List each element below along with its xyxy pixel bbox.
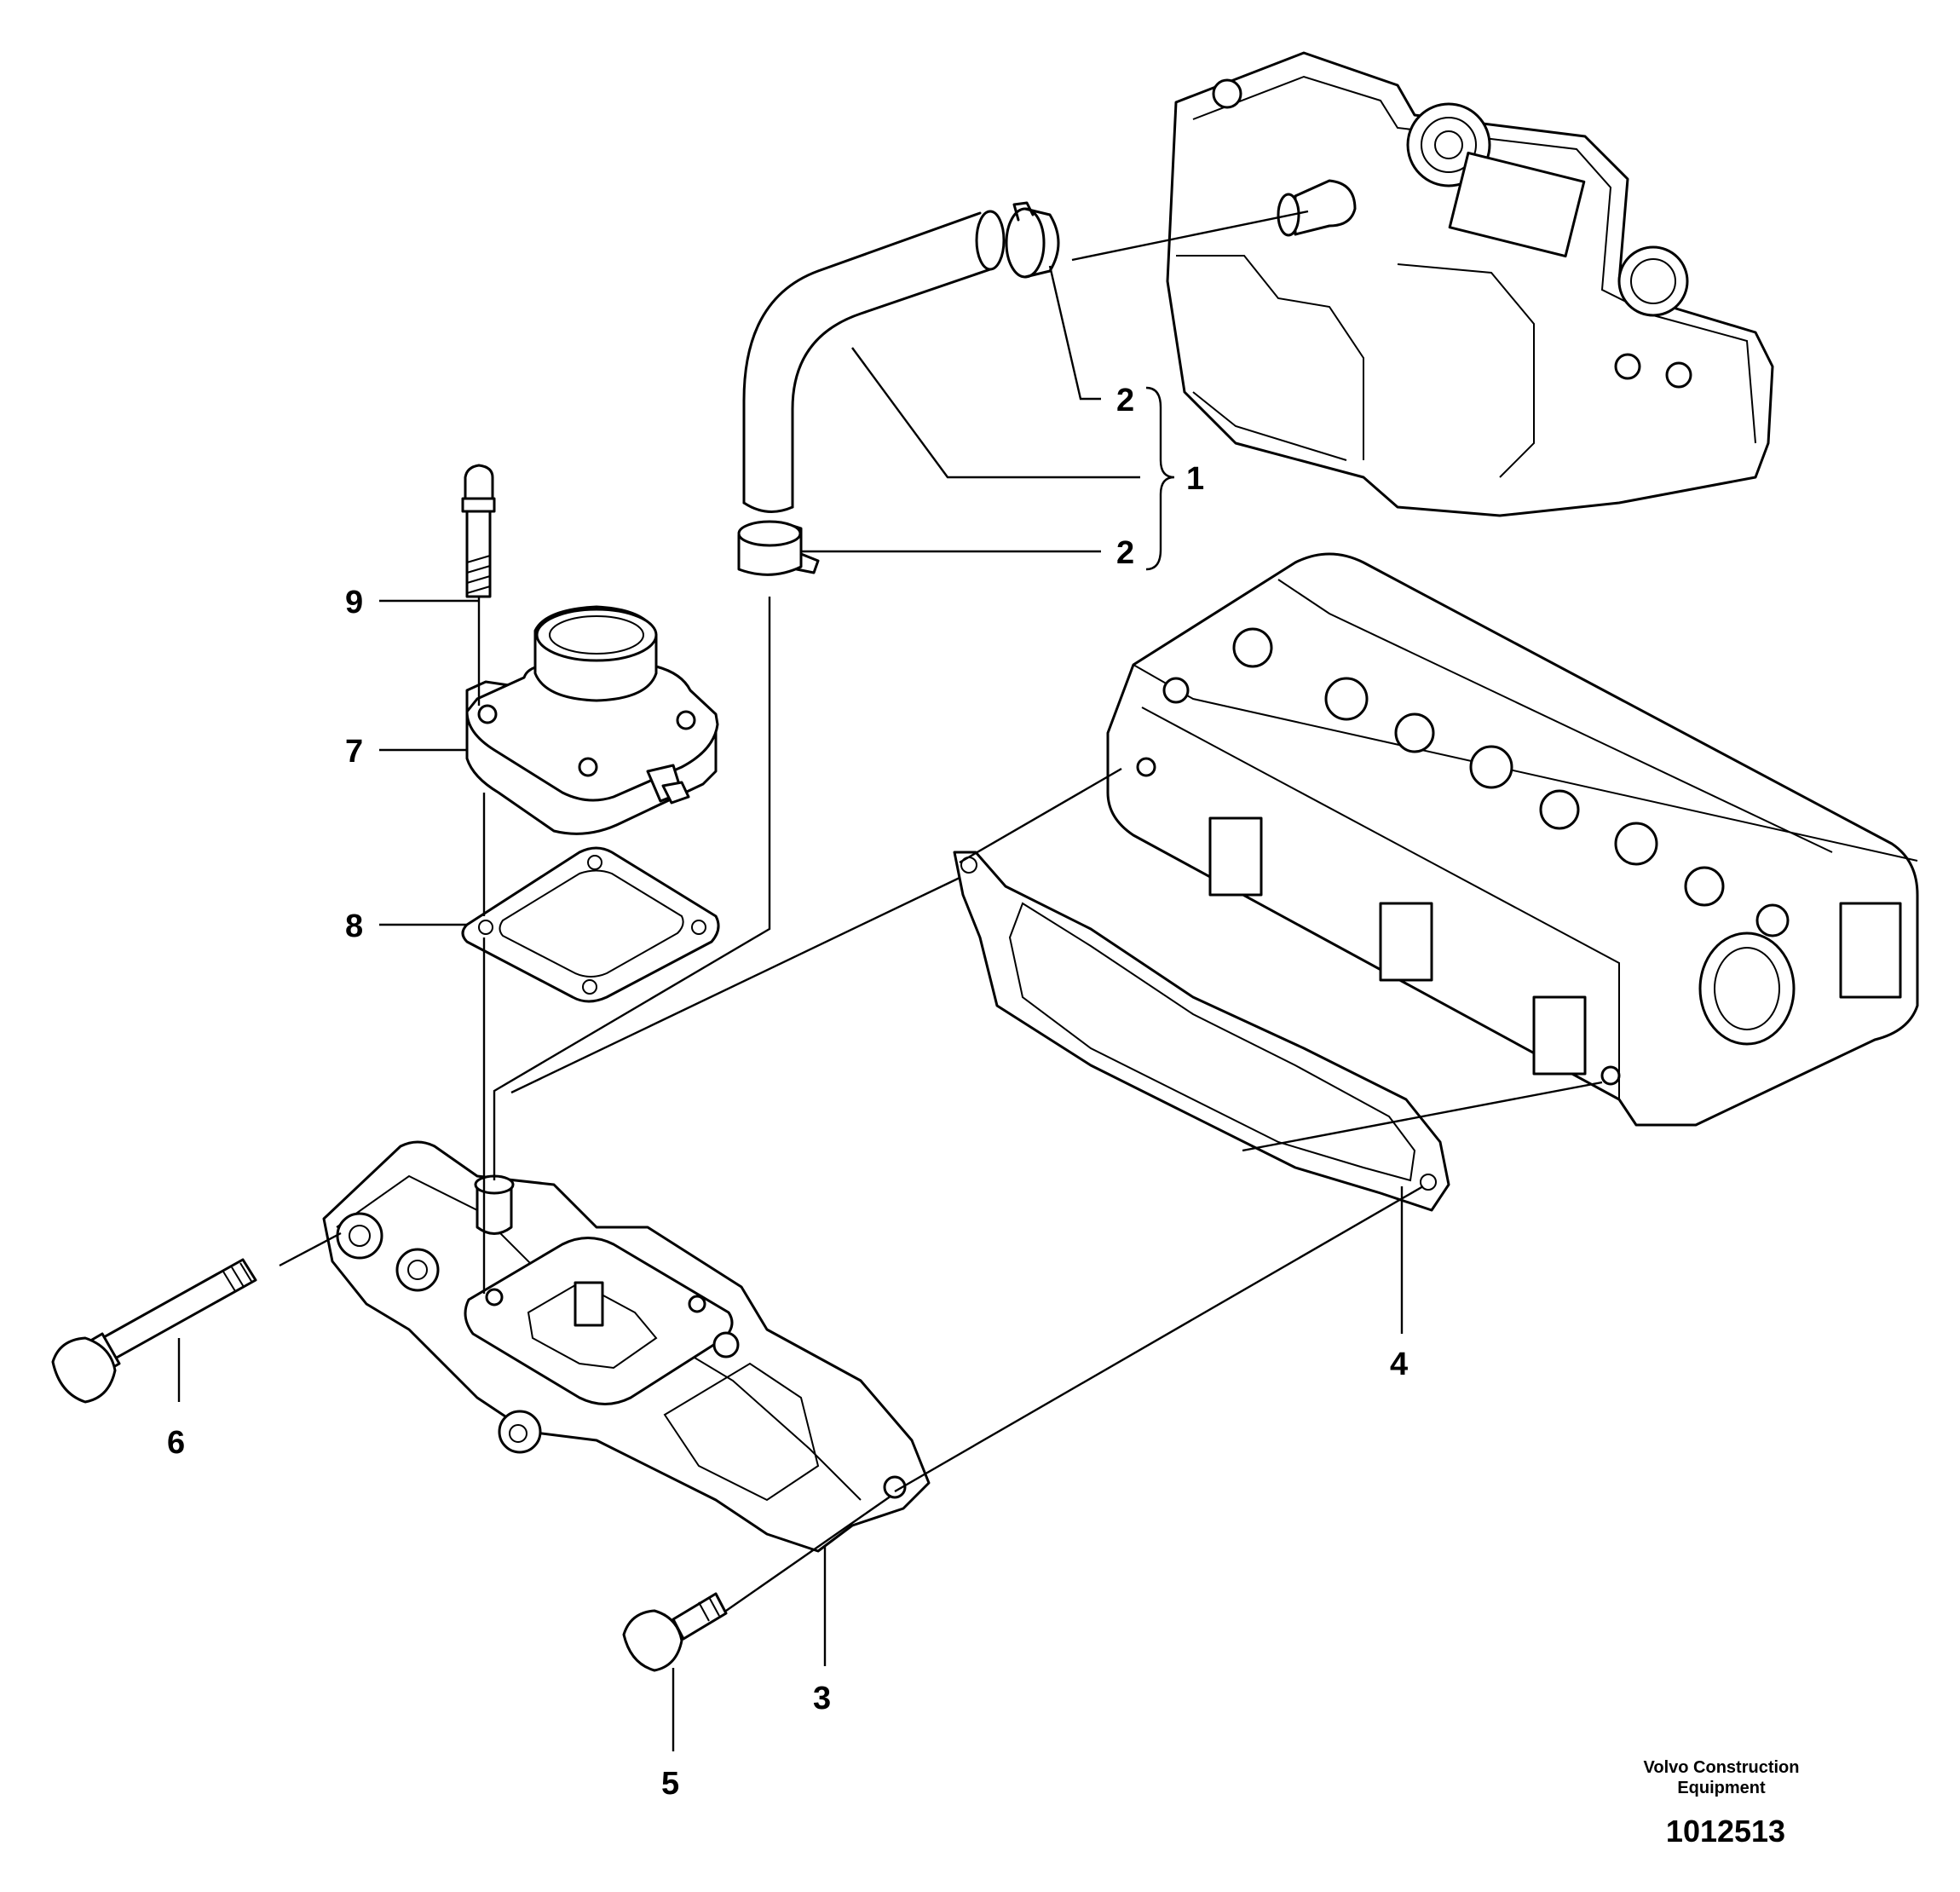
callout-leaders [177,265,1404,1751]
assembly-lines [279,210,1603,1612]
thermostat-housing-7 [465,605,719,835]
callout-9: 9 [345,585,363,620]
bolt-5 [622,1592,728,1672]
callout-2-lower: 2 [1116,535,1134,571]
callout-5: 5 [661,1766,679,1802]
callout-labels: 1 2 2 9 7 8 6 4 3 5 [167,383,1408,1802]
bolt-6 [51,1258,257,1404]
cylinder-head [1106,552,1919,1127]
manifold-gasket-4 [953,851,1450,1212]
credit-line-2: Equipment [1677,1779,1766,1797]
figure-number: 1012513 [1665,1814,1786,1849]
callout-2-upper: 2 [1116,383,1134,418]
credit-line-1: Volvo Construction [1643,1758,1800,1777]
callout-1: 1 [1186,461,1204,497]
callout-3: 3 [813,1681,831,1716]
valve-cover [1166,51,1774,517]
callout-7: 7 [345,734,363,770]
callout-6: 6 [167,1425,185,1461]
hose-clamp-lower [737,520,820,576]
callout-4: 4 [1390,1347,1408,1382]
thermostat-gasket-8 [461,846,720,1003]
breather-hose [742,210,1006,513]
callout-8: 8 [345,909,363,944]
hose-clamp-upper [1005,201,1060,279]
bolt-9 [461,464,496,598]
intake-manifold-3 [322,1140,931,1553]
publisher-credit: Volvo Construction Equipment [1611,1757,1832,1798]
